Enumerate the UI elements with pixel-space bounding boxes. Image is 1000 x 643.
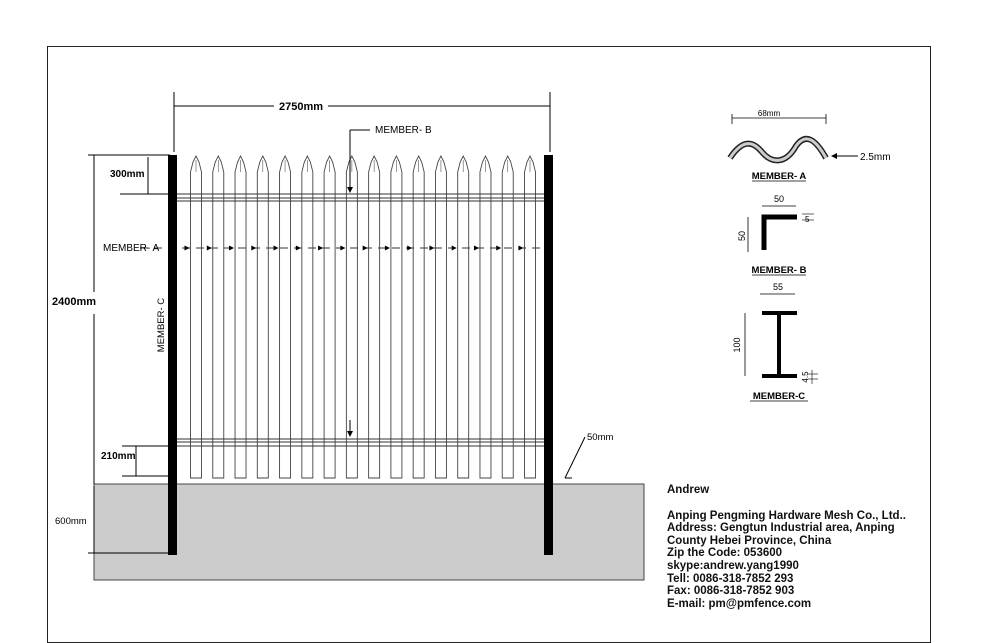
contact-zip: Zip the Code: 053600 (667, 547, 783, 560)
contact-company: Anping Pengming Hardware Mesh Co., Ltd.. (667, 509, 906, 522)
contact-name: Andrew (667, 484, 710, 496)
member-a-arrow (251, 245, 257, 251)
member-b-side: 50 (737, 231, 747, 241)
pale (524, 154, 536, 479)
pale (479, 154, 492, 479)
pale (457, 154, 470, 479)
member-a-arrow (295, 245, 301, 251)
pale-gap-leader (564, 436, 586, 479)
pale (412, 154, 425, 479)
pale-gap-label: 50mm (587, 432, 613, 443)
foundation-dimension (88, 486, 170, 554)
member-c-side: 100 (732, 337, 742, 352)
width-dimension (173, 92, 551, 152)
member-a-arrow (429, 245, 435, 251)
member-b-detail (747, 205, 814, 276)
pale (368, 154, 381, 479)
pale (501, 154, 514, 479)
member-a-arrow (451, 245, 457, 251)
member-b-leader (347, 129, 370, 437)
member-a-arrow (473, 245, 479, 251)
pale (301, 154, 314, 479)
member-c-label: MEMBER- C (156, 298, 167, 353)
member-b-title: MEMBER- B (752, 265, 807, 276)
pale (390, 154, 403, 479)
contact-skype: skype:andrew.yang1990 (667, 559, 799, 572)
pale (345, 154, 358, 479)
top-rail (175, 193, 548, 202)
member-a-thickness: 2.5mm (860, 152, 891, 163)
member-c-top: 55 (773, 282, 783, 292)
pale (279, 154, 292, 479)
top-gap-dimension (120, 157, 170, 195)
contact-block: Andrew Anping Pengming Hardware Mesh Co.… (667, 484, 967, 610)
member-a-arrow (340, 245, 346, 251)
member-c-title: MEMBER-C (753, 391, 805, 402)
member-a-arrow (518, 245, 524, 251)
width-label: 2750mm (279, 101, 323, 113)
member-a-arrow (362, 245, 368, 251)
bottom-rail (175, 438, 548, 447)
right-post (544, 155, 553, 555)
member-b-top: 50 (774, 194, 784, 204)
contact-fax: Fax: 0086-318-7852 903 (667, 585, 795, 598)
contact-address-1: Address: Gengtun Industrial area, Anping (667, 522, 895, 535)
pale (234, 154, 247, 479)
member-a-arrow (496, 245, 502, 251)
member-a-arrow (384, 245, 390, 251)
member-a-width: 68mm (758, 109, 781, 118)
pale (323, 154, 336, 479)
top-gap-label: 300mm (110, 169, 145, 180)
pale (190, 154, 202, 479)
bottom-gap-label: 210mm (101, 451, 136, 462)
member-a-arrows (184, 245, 524, 251)
member-a-arrow (273, 245, 279, 251)
member-a-title: MEMBER- A (752, 171, 807, 182)
contact-tel: Tell: 0086-318-7852 293 (667, 572, 794, 585)
member-a-detail (727, 114, 858, 182)
contact-email: E-mail: pm@pmfence.com (667, 597, 812, 610)
pale (256, 154, 269, 479)
pale (434, 154, 447, 479)
member-a-arrow (318, 245, 324, 251)
height-label: 2400mm (52, 296, 96, 308)
foundation-label: 600mm (55, 516, 87, 527)
member-a-arrow (407, 245, 413, 251)
pale (212, 154, 225, 479)
member-c-detail (744, 293, 818, 402)
pale-group (190, 154, 536, 479)
member-c-thick: 4.5 (801, 371, 810, 383)
member-a-arrow (229, 245, 235, 251)
contact-address-2: County Hebei Province, China (667, 534, 832, 547)
left-post (168, 155, 177, 555)
member-b-label: MEMBER- B (375, 125, 432, 136)
height-dimension (88, 154, 170, 484)
member-a-label: MEMBER- A (103, 243, 159, 254)
member-b-thick: 5 (805, 215, 810, 224)
member-a-arrow (206, 245, 212, 251)
member-a-arrow (184, 245, 190, 251)
bottom-gap-dimension (122, 445, 170, 477)
